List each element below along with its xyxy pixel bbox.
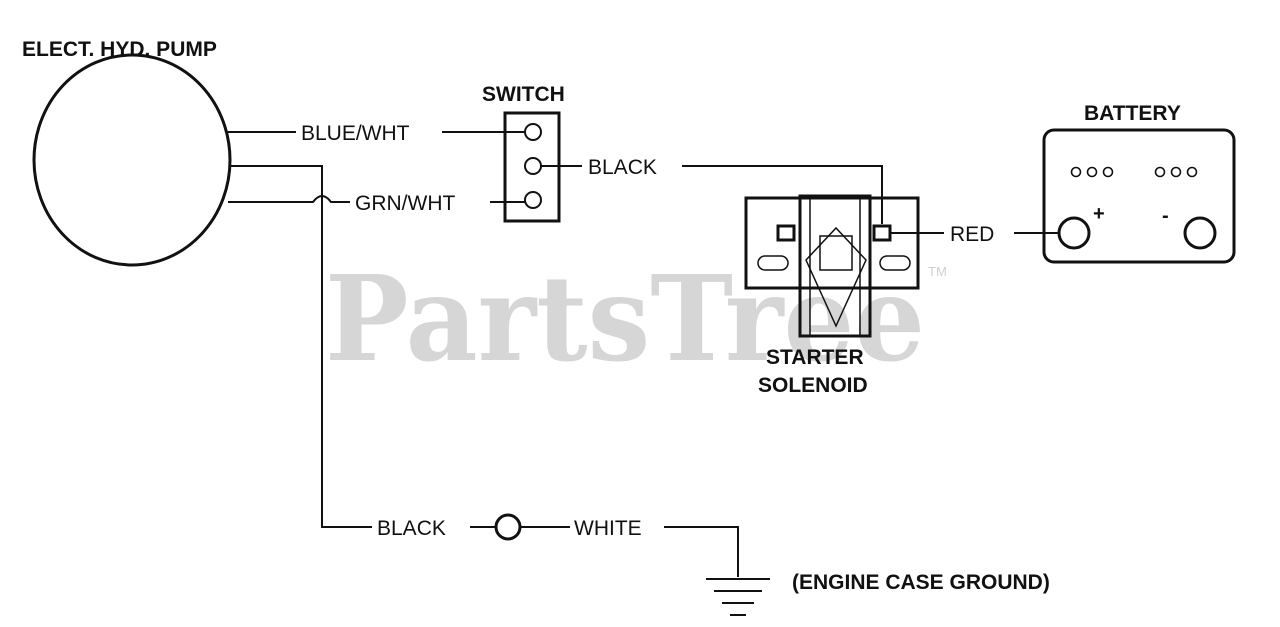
wire-white — [664, 526, 739, 577]
switch-terminal-2 — [524, 157, 542, 175]
ground-symbol-icon — [706, 578, 770, 616]
wire-grn-wht — [228, 195, 525, 203]
wire-pump-ground — [230, 165, 372, 528]
pump-label: ELECT. HYD. PUMP — [22, 38, 217, 61]
wire-label-blue-wht: BLUE/WHT — [301, 122, 410, 145]
battery-positive-terminal — [1057, 216, 1091, 250]
ground-label: (ENGINE CASE GROUND) — [792, 571, 1050, 594]
wire-label-black-ground: BLACK — [377, 517, 446, 540]
battery-label: BATTERY — [1084, 102, 1181, 125]
watermark-trademark: TM — [928, 264, 947, 279]
wire-label-white: WHITE — [574, 517, 642, 540]
switch-terminal-1 — [524, 123, 542, 141]
wire-label-grn-wht: GRN/WHT — [355, 192, 455, 215]
ground-connector — [494, 513, 522, 541]
solenoid-label-line2: SOLENOID — [758, 374, 868, 397]
solenoid-label-line1: STARTER — [766, 346, 864, 369]
switch-terminal-3 — [524, 191, 542, 209]
battery-cells — [1070, 166, 1198, 178]
switch-label: SWITCH — [482, 83, 565, 106]
battery-plus-sign: + — [1093, 203, 1105, 225]
battery-case — [1042, 128, 1236, 264]
pump-motor — [32, 53, 232, 267]
wire-label-red: RED — [950, 223, 994, 246]
wire-label-black-switch: BLACK — [588, 156, 657, 179]
battery-negative-terminal — [1183, 216, 1217, 250]
watermark-text: PartsTree — [325, 249, 925, 388]
battery-minus-sign: - — [1162, 205, 1169, 227]
